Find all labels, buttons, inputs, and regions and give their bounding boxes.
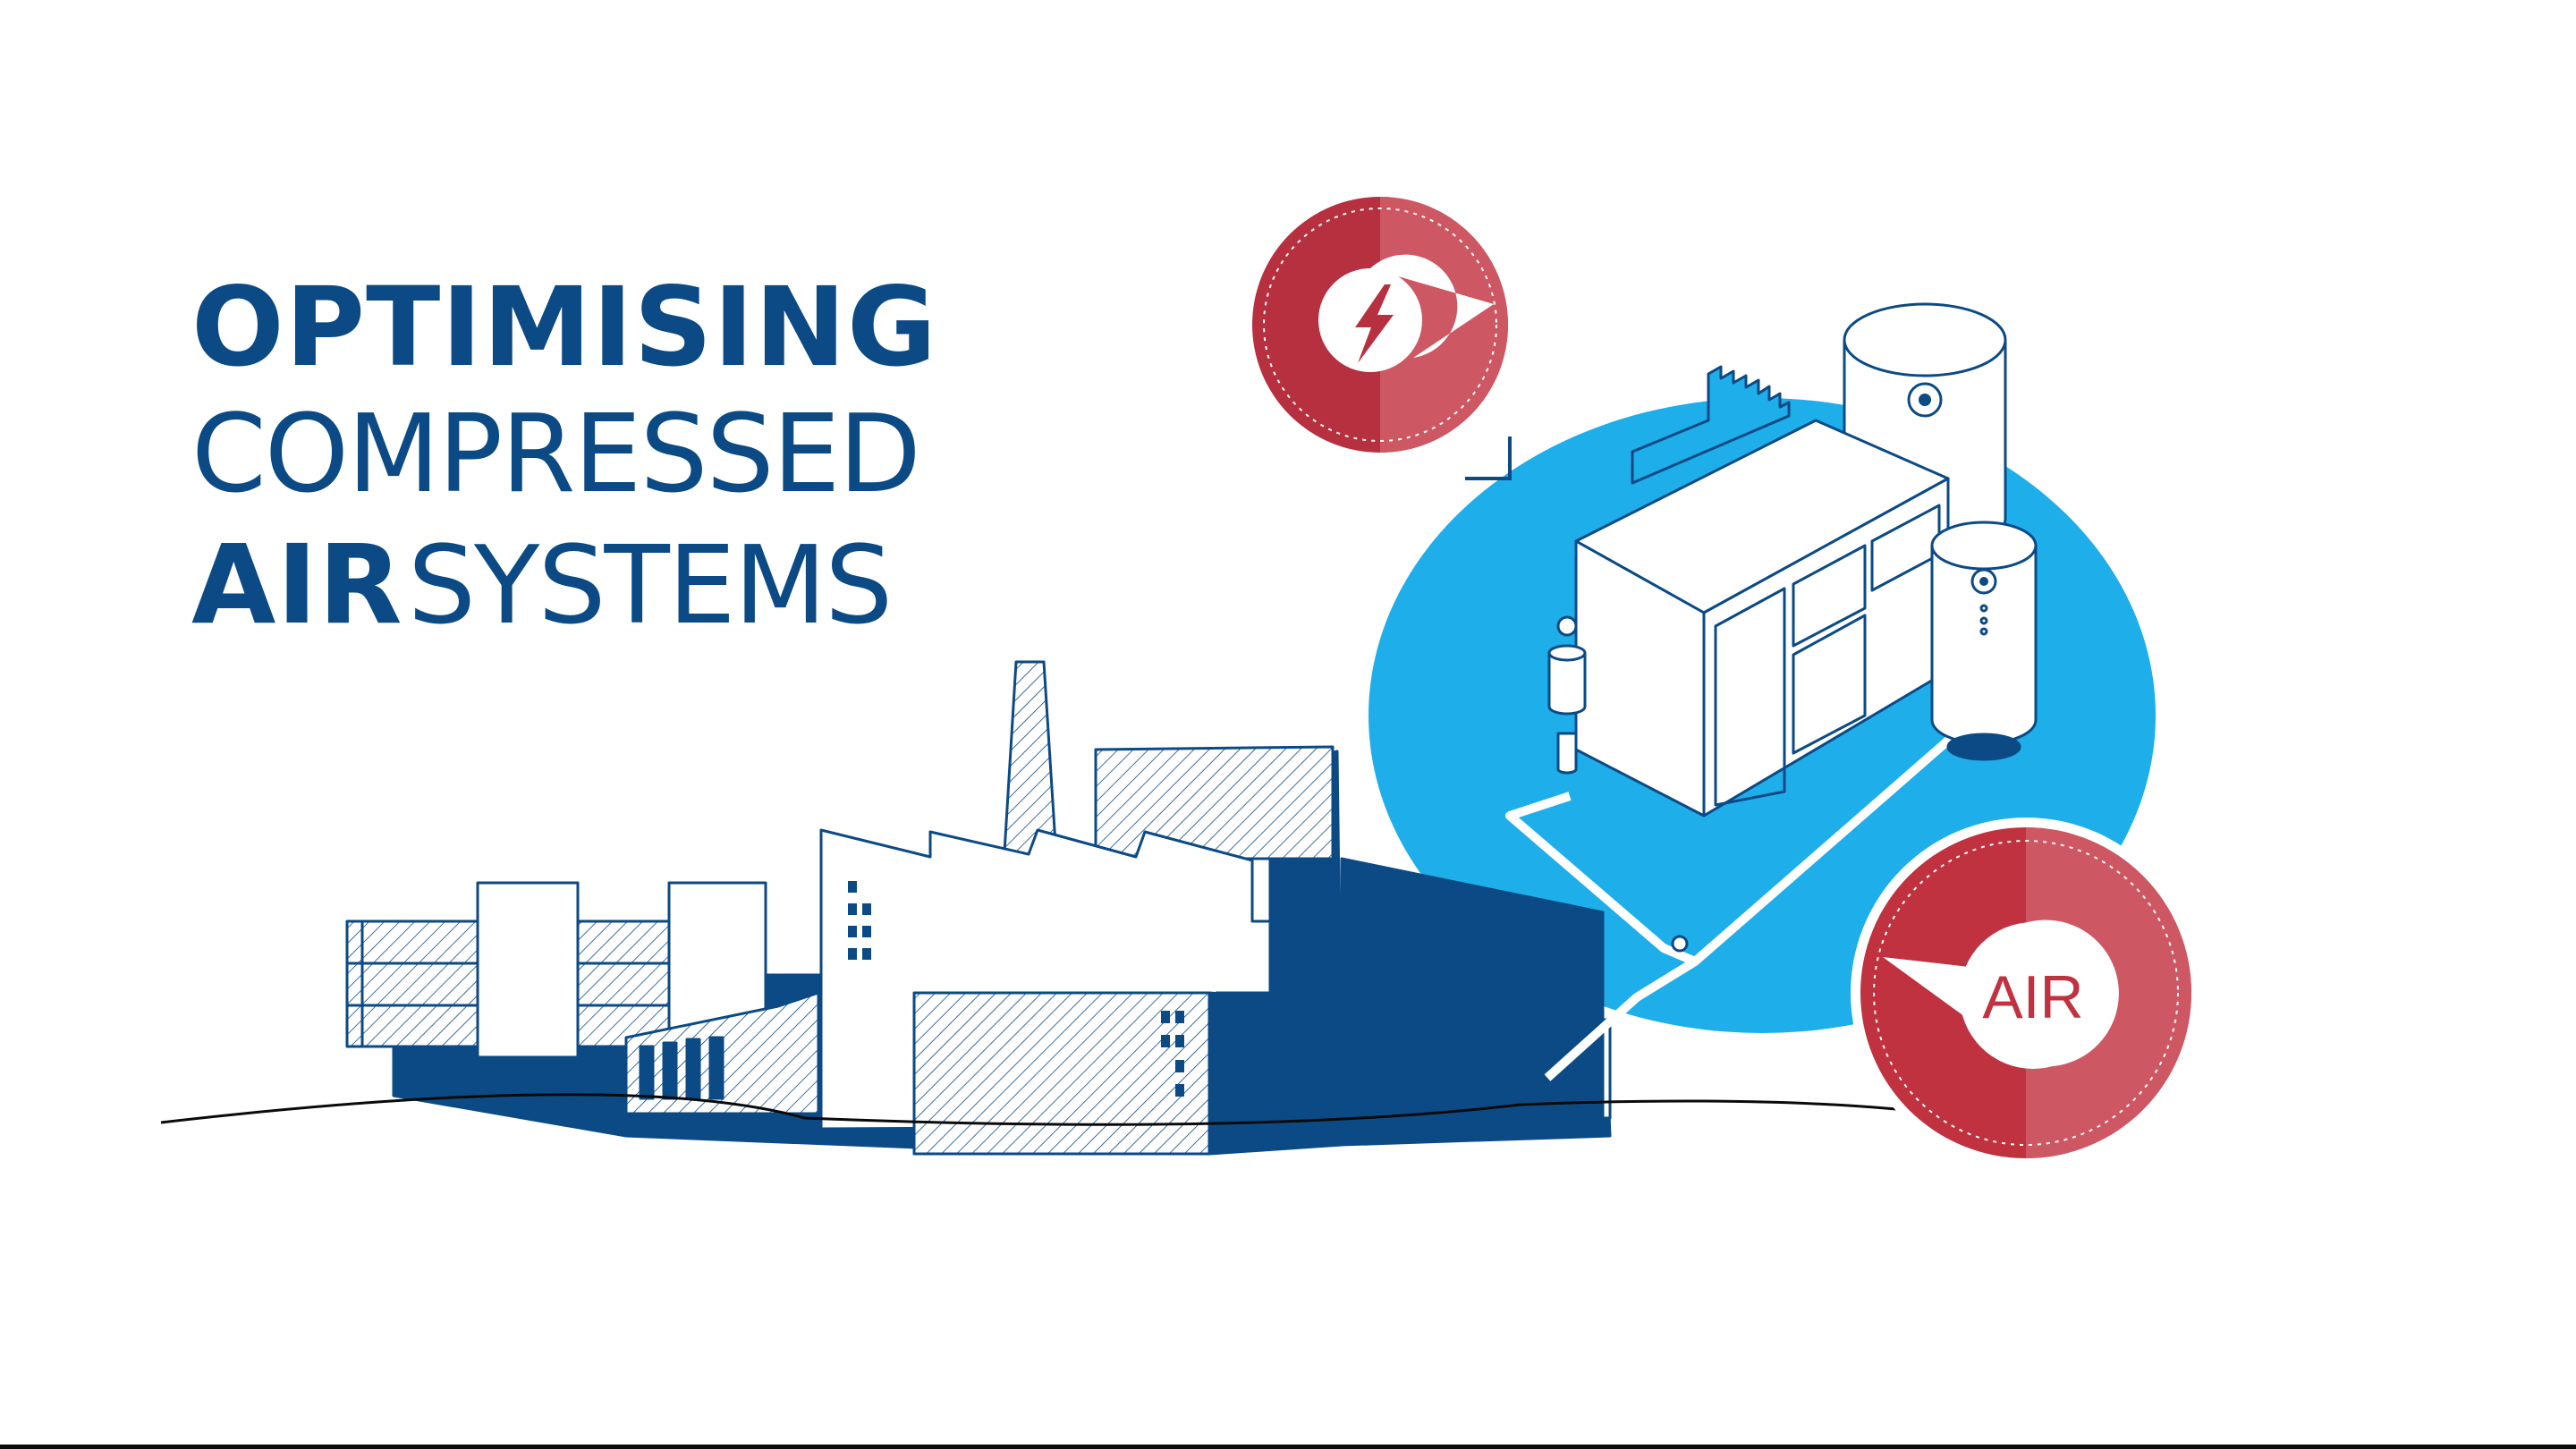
air-pipe	[1505, 792, 1699, 1081]
corner-bracket	[1465, 436, 1512, 480]
headline-line-2: COMPRESSED	[191, 393, 921, 517]
headline-line-3-bold: AIR	[191, 521, 403, 648]
lightning-bolt-icon	[1355, 284, 1394, 363]
compressor-system	[1505, 302, 2038, 1081]
filter-unit	[1547, 651, 1587, 716]
bottom-rule	[0, 1445, 2576, 1449]
factory-illustration	[345, 660, 1612, 1156]
speech-bubble	[1370, 254, 1494, 358]
electricity-badge	[1246, 191, 1514, 459]
tower-left	[476, 881, 580, 1059]
cooling-fins	[1631, 365, 1791, 485]
headline-line-1: OPTIMISING	[191, 264, 938, 391]
headline-line-3-rest: SYSTEMS	[407, 524, 893, 648]
factory-windows	[848, 881, 871, 960]
ground-line	[160, 1093, 1897, 1126]
headline: OPTIMISING COMPRESSED AIR SYSTEMS	[191, 273, 937, 659]
air-label: AIR	[1982, 963, 2083, 1031]
valve	[1671, 935, 1689, 953]
hatched-block	[1094, 745, 1335, 860]
air-badge: AIR	[1851, 818, 2201, 1168]
